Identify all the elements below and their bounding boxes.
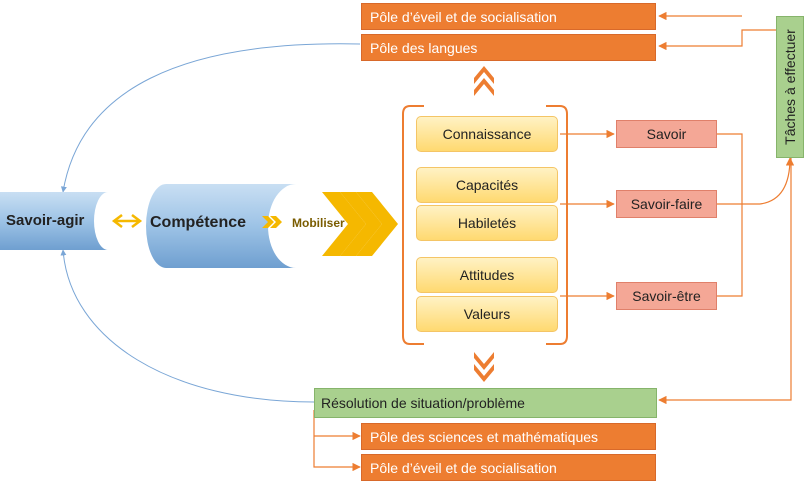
taches-to-poles-line — [658, 29, 776, 51]
resource-bracket — [402, 105, 568, 345]
resolution-box: Résolution de situation/problème — [314, 388, 657, 418]
savoir-box: Savoir — [616, 120, 717, 148]
resource-valeurs: Valeurs — [416, 296, 558, 332]
taches-label: Tâches à effectuer — [782, 29, 798, 145]
resource-connaissance: Connaissance — [416, 116, 558, 152]
savoir-etre-box: Savoir-être — [616, 282, 717, 310]
to-taches-line — [742, 157, 795, 205]
feedback-curve-bottom — [60, 249, 315, 403]
resource-habiletes: Habiletés — [416, 205, 558, 241]
pole-eveil-bottom: Pôle d’éveil et de socialisation — [361, 454, 656, 481]
savoir-merge-line — [717, 133, 743, 297]
double-arrow-icon — [111, 214, 143, 228]
pole-langues: Pôle des langues — [361, 34, 656, 61]
feedback-curve-top — [60, 43, 361, 193]
savoir-agir-shape — [0, 192, 108, 250]
resource-attitudes: Attitudes — [416, 257, 558, 293]
down-chevrons-icon — [474, 352, 494, 382]
mobiliser-label: Mobiliser — [292, 216, 345, 230]
pole-eveil-top: Pôle d’éveil et de socialisation — [361, 3, 656, 30]
resolution-to-poles-line — [313, 410, 361, 472]
pole-sciences: Pôle des sciences et mathématiques — [361, 423, 656, 450]
taches-to-resolution-line — [658, 158, 792, 405]
small-chevrons-icon — [262, 216, 282, 228]
competence-cylinder — [146, 184, 296, 268]
competence-label: Compétence — [150, 214, 247, 231]
savoir-agir-label: Savoir-agir — [6, 212, 85, 229]
taches-a-effectuer: Tâches à effectuer — [776, 16, 804, 158]
mobiliser-chevrons-icon — [322, 192, 398, 256]
savoir-faire-box: Savoir-faire — [616, 190, 717, 218]
up-chevrons-icon — [474, 66, 494, 96]
resource-capacites: Capacités — [416, 167, 558, 203]
